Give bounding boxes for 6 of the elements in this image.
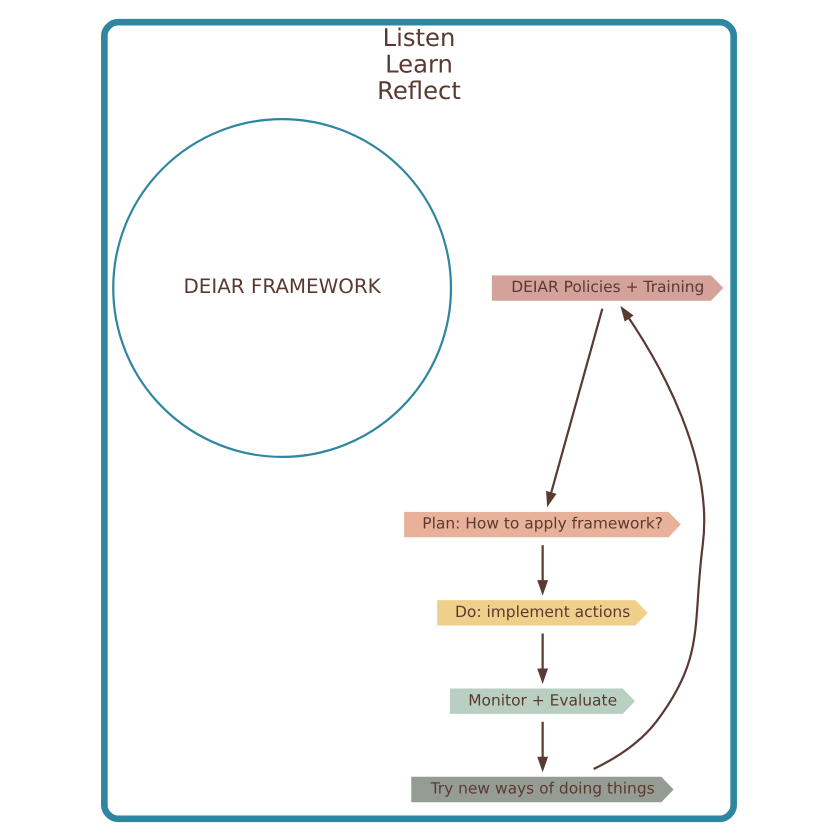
arrow — [537, 721, 548, 772]
arrow — [537, 633, 548, 684]
node-circle: DEIAR FRAMEWORK — [112, 118, 452, 458]
arrow — [593, 305, 706, 770]
arrow — [537, 544, 548, 596]
arrow — [546, 308, 604, 507]
